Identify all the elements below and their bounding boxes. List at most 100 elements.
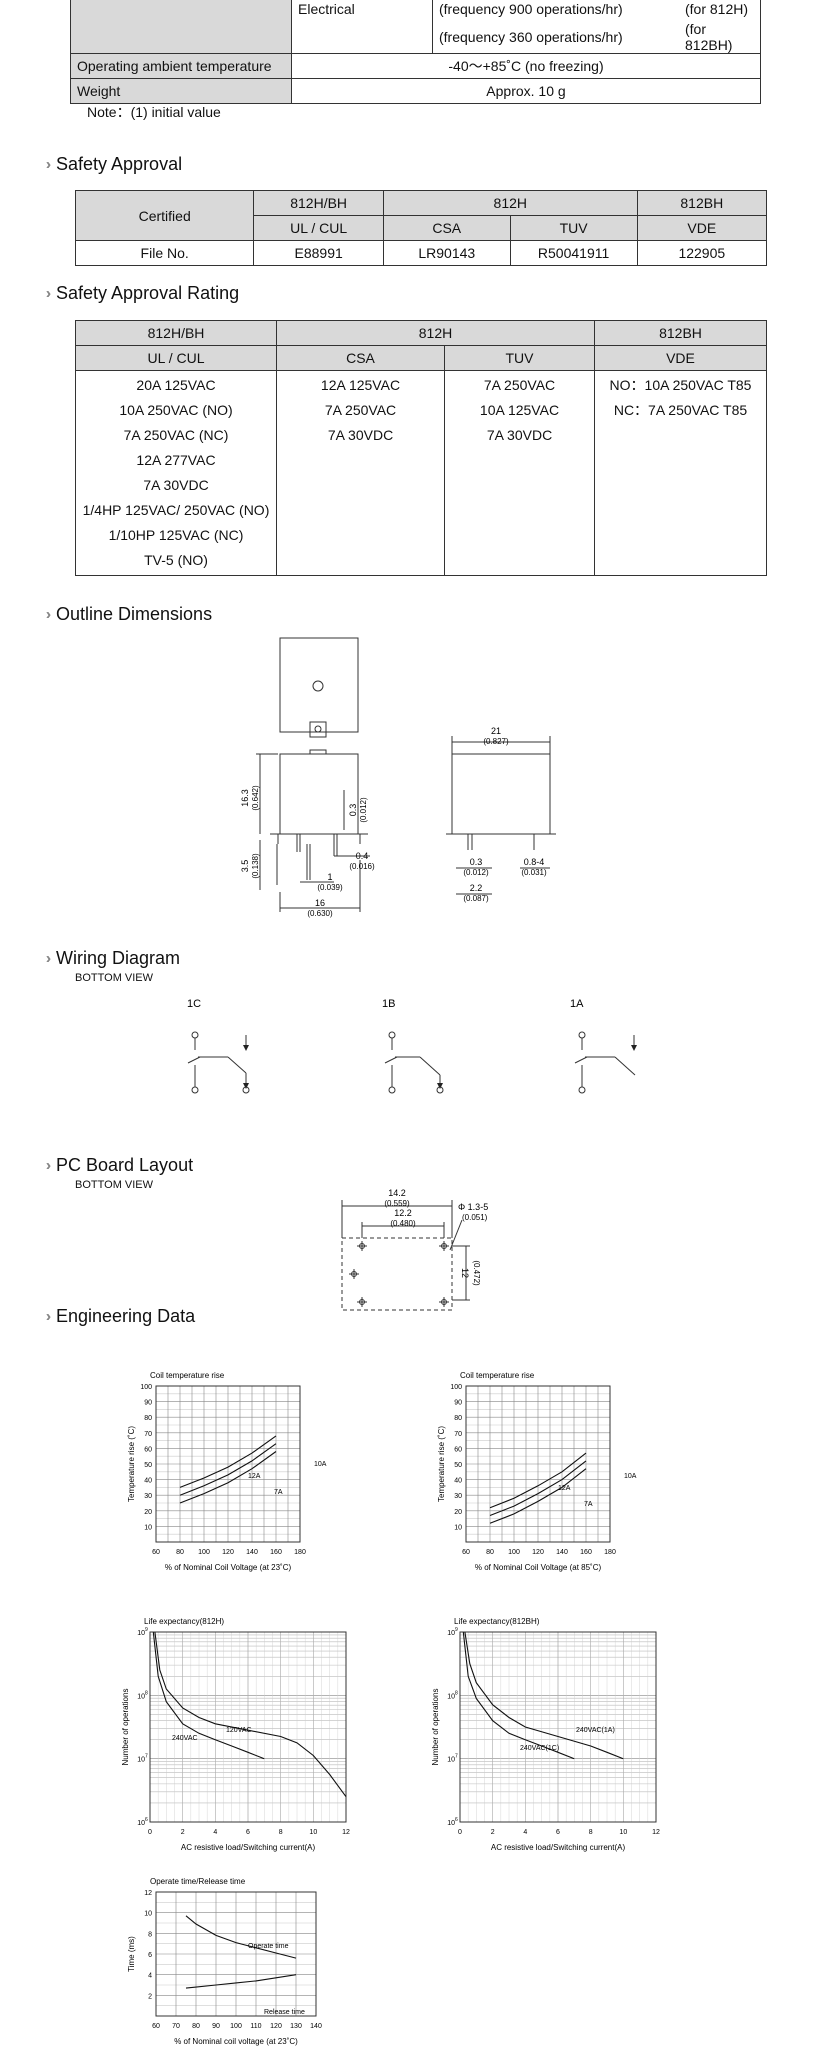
series-label: 7A — [584, 1501, 593, 1508]
series-line — [179, 1451, 277, 1504]
x-tick-label: 4 — [213, 1829, 217, 1836]
rating-item: 7A 250VAC — [483, 377, 556, 393]
series-line — [462, 1631, 575, 1760]
freq1-for: (for 812H) — [679, 0, 761, 21]
wiring-drawing: 1C 1B 1A — [187, 998, 637, 1094]
x-tick-label: 180 — [294, 1549, 306, 1556]
y-tick-label: 50 — [144, 1462, 152, 1469]
x-tick-label: 12 — [652, 1829, 660, 1836]
dim-03bi: (0.012) — [463, 868, 489, 877]
y-axis-label: Number of operations — [121, 1689, 130, 1766]
dim-142: 14.2 — [388, 1188, 406, 1198]
header-vde: VDE — [636, 215, 768, 241]
dim-phi: Φ 1.3-5 — [458, 1202, 488, 1212]
series-label: 12A — [558, 1485, 571, 1492]
dim-21i: (0.827) — [483, 737, 509, 746]
spec-table: Electrical (frequency 900 operations/hr)… — [70, 0, 761, 104]
temp-value: -40～+85˚C (no freezing) — [291, 53, 761, 79]
dim-142i: (0.559) — [384, 1199, 410, 1208]
dim-122: 12.2 — [394, 1208, 412, 1218]
x-tick-label: 10 — [309, 1829, 317, 1836]
section-title: Wiring Diagram — [56, 948, 181, 968]
series-line — [185, 1915, 297, 1959]
dim-1: 1 — [327, 872, 332, 882]
x-tick-label: 120 — [270, 2023, 282, 2030]
x-tick-label: 160 — [580, 1549, 592, 1556]
file-csa: LR90143 — [382, 240, 511, 266]
y-tick-label: 10 — [447, 1630, 455, 1637]
y-tick-exponent: 9 — [455, 1627, 458, 1633]
file-no-label: File No. — [74, 240, 255, 266]
plot-frame — [465, 1385, 611, 1543]
rating-item: 7A 30VDC — [143, 477, 209, 493]
y-tick-label: 4 — [148, 1973, 152, 1980]
y-tick-label: 10 — [137, 1820, 145, 1827]
header-tuv: TUV — [509, 215, 638, 241]
rating-item: 7A 30VDC — [486, 427, 553, 443]
pcb-drawing: 14.2 (0.559) 12.2 (0.480) Φ 1.3-5 (0.051… — [341, 1188, 488, 1311]
x-tick-label: 80 — [192, 2023, 200, 2030]
section-safety-approval: ››› Safety Approval — [46, 154, 182, 175]
wiring-label-1c: 1C — [187, 998, 201, 1010]
spec-note: Note：(1) initial value — [87, 104, 221, 120]
y-tick-exponent: 7 — [145, 1754, 148, 1760]
section-engineering: ››› Engineering Data — [46, 1306, 195, 1327]
dim-122i: (0.480) — [390, 1219, 416, 1228]
rating-item: 1/4HP 125VAC/ 250VAC (NO) — [82, 502, 270, 518]
y-tick-exponent: 7 — [455, 1754, 458, 1760]
dim-04i: (0.016) — [349, 862, 375, 871]
x-tick-label: 60 — [152, 2023, 160, 2030]
header-ul: UL / CUL — [75, 345, 277, 371]
x-tick-label: 80 — [486, 1549, 494, 1556]
plot-frame — [149, 1631, 347, 1823]
tuv-ratings: 7A 250VAC 10A 125VAC 7A 30VDC — [444, 370, 595, 576]
y-tick-label: 10 — [137, 1630, 145, 1637]
y-axis-label: Temperature rise (˚C) — [437, 1426, 446, 1502]
file-vde: 122905 — [636, 240, 768, 266]
dim-04: 0.4 — [356, 851, 369, 861]
section-safety-rating: ››› Safety Approval Rating — [46, 283, 239, 304]
y-tick-exponent: 6 — [455, 1817, 458, 1823]
x-tick-label: 140 — [556, 1549, 568, 1556]
dim-03: 0.3 — [348, 804, 358, 817]
y-tick-label: 100 — [140, 1384, 152, 1391]
series-line — [179, 1435, 277, 1488]
rating-item: 7A 30VDC — [327, 427, 394, 443]
y-tick-label: 70 — [144, 1431, 152, 1438]
dim-22i: (0.087) — [463, 894, 489, 903]
rating-item: 12A 125VAC — [320, 377, 401, 393]
y-tick-label: 100 — [450, 1384, 462, 1391]
y-tick-label: 90 — [144, 1400, 152, 1407]
x-axis-label: % of Nominal Coil Voltage (at 85˚C) — [475, 1563, 602, 1572]
y-tick-label: 2 — [148, 1993, 152, 2000]
series-line — [152, 1631, 265, 1760]
freq2: (frequency 360 operations/hr) — [432, 21, 679, 54]
x-tick-label: 140 — [246, 1549, 258, 1556]
rating-item: 1/10HP 125VAC (NC) — [108, 527, 244, 543]
dim-12: 12 — [460, 1268, 470, 1278]
x-tick-label: 180 — [604, 1549, 616, 1556]
header-csa: CSA — [382, 215, 511, 241]
x-tick-label: 2 — [491, 1829, 495, 1836]
csa-ratings: 12A 125VAC 7A 250VAC 7A 30VDC — [276, 370, 445, 576]
x-tick-label: 110 — [250, 2023, 261, 2030]
y-tick-label: 40 — [454, 1478, 462, 1485]
section-pcb: ››› PC Board Layout — [46, 1155, 193, 1176]
chart-title: Coil temperature rise — [150, 1371, 225, 1380]
header-812bh: 812BH — [594, 320, 767, 346]
x-tick-label: 100 — [230, 2023, 242, 2030]
x-tick-label: 2 — [181, 1829, 185, 1836]
pcb-subtitle: BOTTOM VIEW — [75, 1179, 154, 1191]
y-tick-label: 20 — [144, 1509, 152, 1516]
x-tick-label: 120 — [532, 1549, 544, 1556]
vde-ratings: NO：10A 250VAC T85 NC：7A 250VAC T85 — [594, 370, 767, 576]
y-tick-label: 60 — [144, 1446, 152, 1453]
dim-03i: (0.012) — [359, 797, 368, 823]
y-tick-label: 40 — [144, 1478, 152, 1485]
dim-16i: (0.630) — [307, 909, 333, 918]
series-line — [489, 1468, 587, 1524]
header-vde: VDE — [594, 345, 767, 371]
